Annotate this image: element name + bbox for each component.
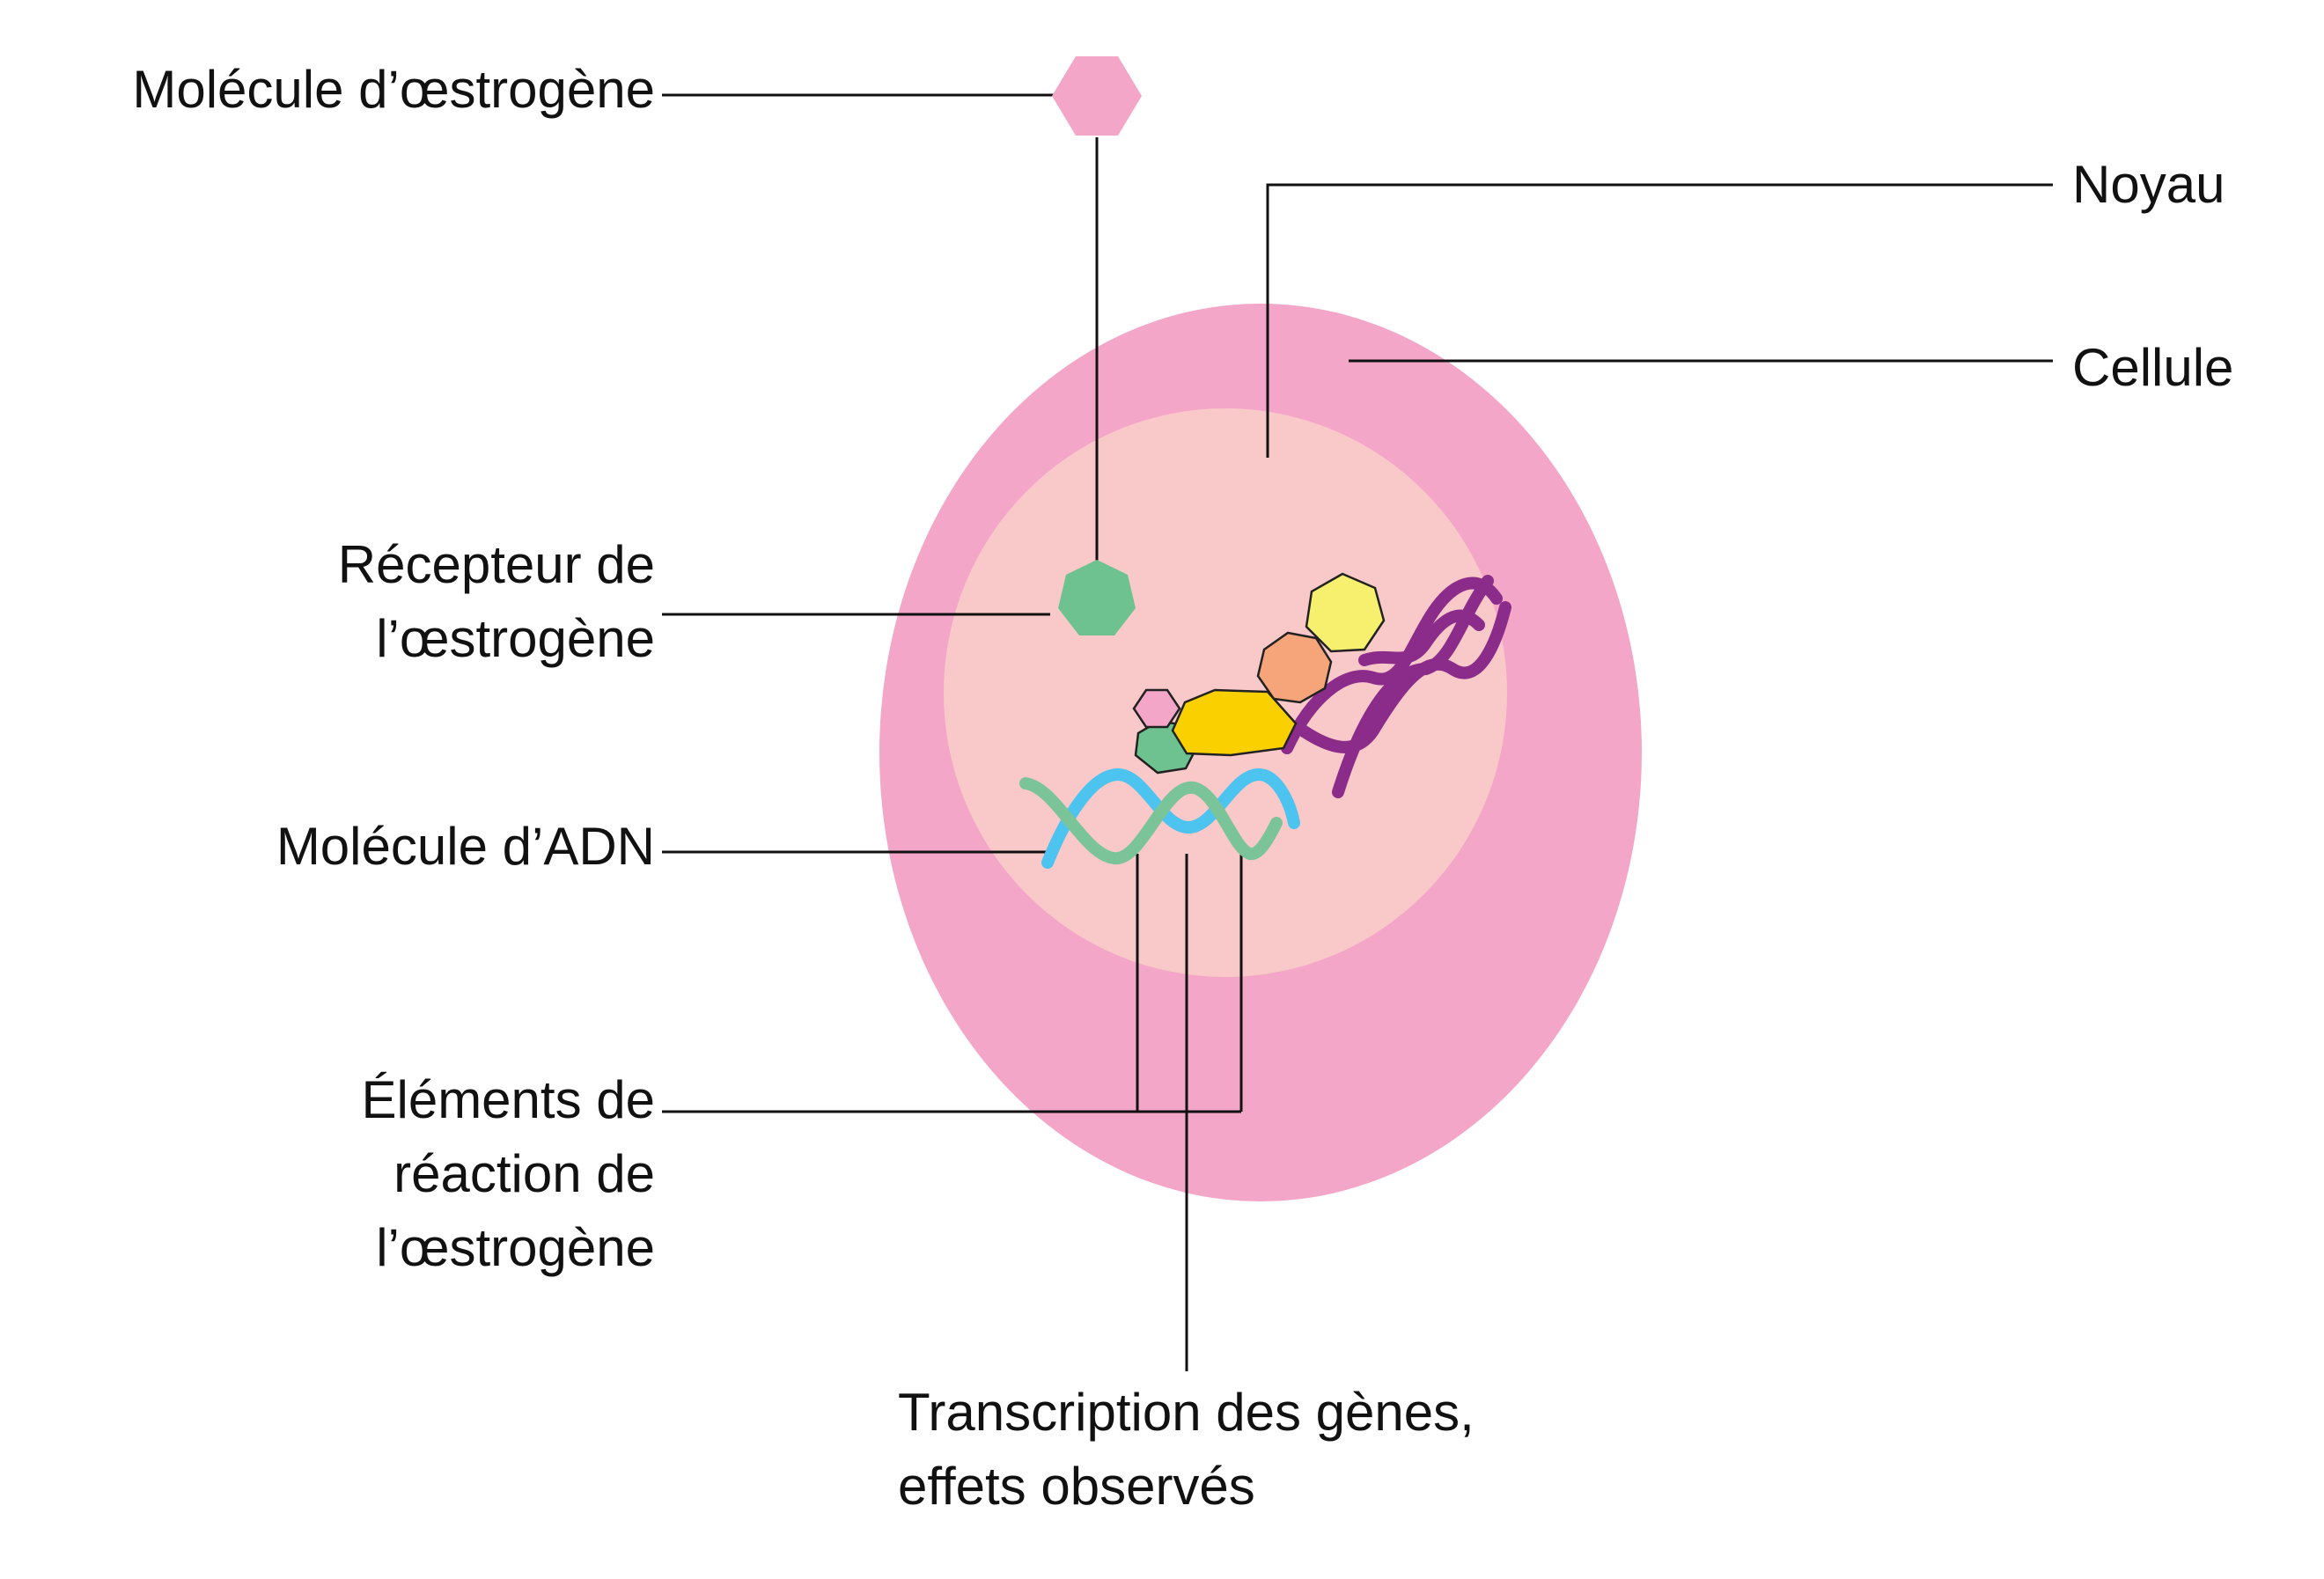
estrogen-molecule-hexagon: [1052, 56, 1142, 136]
receptor-complex: [1132, 572, 1386, 775]
dna-helix-purple: [1281, 575, 1511, 798]
label-response-elements-line1: Éléments de: [361, 1070, 655, 1129]
coactivator-yellow-heptagon: [1305, 572, 1386, 653]
dna-helix-blue-green: [1019, 767, 1300, 869]
dna-strand-blue: [1041, 767, 1300, 869]
label-dna-molecule: Molécule d’ADN: [276, 817, 655, 876]
label-estrogen-response-elements: Éléments de réaction de l’œstrogène: [361, 1063, 655, 1285]
label-estrogen-receptor-line1: Récepteur de: [337, 535, 655, 594]
label-gene-transcription-line1: Transcription des gènes,: [898, 1383, 1475, 1442]
label-response-elements-line2: réaction de: [393, 1144, 655, 1203]
label-estrogen-receptor: Récepteur de l’œstrogène: [338, 528, 655, 676]
label-gene-transcription-line2: effets observés: [898, 1457, 1255, 1516]
label-estrogen-receptor-line2: l’œstrogène: [376, 609, 655, 668]
dna-strand-green: [1019, 777, 1283, 865]
leader-lines: [662, 93, 2053, 1371]
label-nucleus: Noyau: [2072, 155, 2225, 214]
label-response-elements-line3: l’œstrogène: [376, 1218, 655, 1277]
estrogen-receptor-heptagon: [1058, 560, 1136, 635]
coactivator-gold-octagon: [1171, 688, 1298, 757]
label-gene-transcription: Transcription des gènes, effets observés: [898, 1376, 1475, 1524]
label-cell: Cellule: [2072, 338, 2234, 397]
label-estrogen-molecule: Molécule d’œstrogène: [132, 60, 655, 119]
coactivator-orange-octagon: [1256, 631, 1333, 704]
estrogen-bound-hexagon: [1132, 688, 1181, 729]
leader-nucleus: [1266, 183, 2053, 458]
